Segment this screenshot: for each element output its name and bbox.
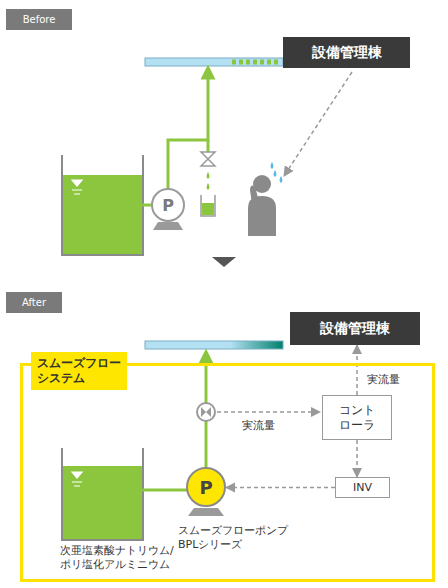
tank-outline bbox=[62, 155, 143, 255]
node-text: コント ローラ bbox=[339, 403, 375, 433]
controller-box: コント ローラ bbox=[322, 395, 392, 440]
node-text: P bbox=[162, 196, 174, 215]
suction-pipe bbox=[142, 489, 188, 492]
pump-circle: P bbox=[151, 188, 185, 222]
cup-liquid bbox=[202, 203, 214, 215]
signal-arrow bbox=[356, 440, 358, 477]
node-text: After bbox=[22, 297, 46, 308]
discharge-marks bbox=[232, 60, 281, 65]
node-text: Before bbox=[23, 14, 56, 25]
flow-signal-line bbox=[217, 411, 320, 413]
instruction-arrow bbox=[284, 72, 352, 176]
drips bbox=[207, 172, 210, 190]
facility-box: 設備管理棟 bbox=[283, 37, 410, 68]
signal-label: 実流量 bbox=[240, 419, 277, 433]
branch-pipe bbox=[207, 140, 210, 152]
signal-arrow bbox=[356, 345, 358, 395]
level-mark bbox=[72, 472, 82, 486]
measuring-cup bbox=[201, 195, 215, 216]
facility-box: 設備管理棟 bbox=[290, 312, 420, 345]
node-text: 設備管理棟 bbox=[320, 320, 390, 338]
pipe-bar bbox=[145, 341, 283, 349]
system-frame: スムーズフロー システムコント ローラINVP bbox=[20, 363, 435, 582]
node-text: P bbox=[199, 477, 212, 498]
tank-liquid bbox=[63, 175, 142, 254]
pump-base bbox=[153, 222, 183, 230]
pump-circle: P bbox=[186, 467, 226, 507]
node-text: スムーズフロー システム bbox=[31, 352, 127, 390]
node-text: 設備管理棟 bbox=[312, 44, 382, 62]
pump-base bbox=[188, 508, 224, 516]
node-text: INV bbox=[353, 481, 372, 494]
level-mark bbox=[72, 180, 82, 194]
valve-symbol bbox=[201, 152, 215, 166]
operator-figure bbox=[248, 162, 283, 236]
tank-outline bbox=[62, 448, 143, 540]
product-label: スムーズフローポンプ BPLシリーズ bbox=[176, 524, 290, 552]
section-tag: Before bbox=[6, 9, 72, 30]
pipe-bar bbox=[145, 58, 283, 66]
inverter-box: INV bbox=[335, 477, 390, 498]
flowmeter-symbol bbox=[197, 403, 215, 421]
down-chevron bbox=[212, 257, 236, 267]
signal-arrow bbox=[226, 487, 335, 489]
tank-liquid bbox=[63, 466, 142, 539]
edge-label: 実流量 bbox=[365, 373, 402, 387]
discharge-pipe bbox=[168, 72, 208, 188]
chemical-label: 次亜塩素酸ナトリウム/ ポリ塩化アルミニウム bbox=[58, 544, 176, 572]
section-tag: After bbox=[6, 292, 62, 313]
